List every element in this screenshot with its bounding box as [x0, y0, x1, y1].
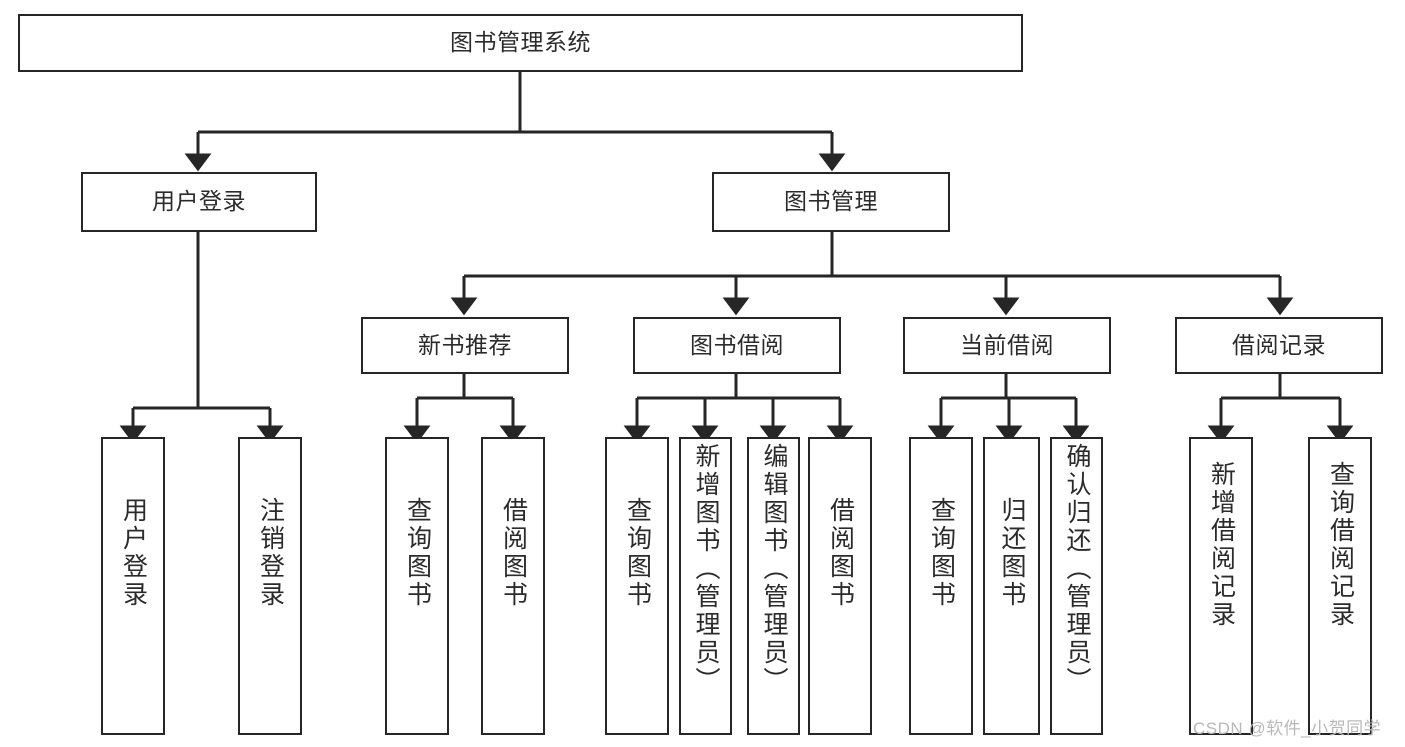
- node-leaf-add-book[interactable]: 新增图书（管理员）: [679, 437, 732, 735]
- node-leaf-confirm-return[interactable]: 确认归还（管理员）: [1050, 437, 1103, 735]
- node-leaf-user-login[interactable]: 用户登录: [101, 437, 165, 735]
- node-leaf-query-record-label: 查询借阅记录: [1326, 461, 1355, 629]
- node-root[interactable]: 图书管理系统: [18, 14, 1023, 72]
- node-leaf-query-book-2-label: 查询图书: [623, 497, 652, 609]
- node-new-book-rec[interactable]: 新书推荐: [361, 317, 569, 374]
- node-leaf-user-logout[interactable]: 注销登录: [238, 437, 302, 735]
- node-user-login-label: 用户登录: [152, 188, 246, 215]
- node-leaf-query-book-3-label: 查询图书: [927, 497, 956, 609]
- node-borrow-record[interactable]: 借阅记录: [1175, 317, 1383, 374]
- node-current-borrow[interactable]: 当前借阅: [903, 317, 1111, 374]
- node-book-mgmt-label: 图书管理: [784, 188, 878, 215]
- node-book-mgmt[interactable]: 图书管理: [712, 172, 950, 232]
- node-leaf-borrow-book-2[interactable]: 借阅图书: [808, 437, 872, 735]
- node-borrow-record-label: 借阅记录: [1232, 331, 1326, 358]
- node-leaf-add-record-label: 新增借阅记录: [1207, 461, 1236, 629]
- node-root-label: 图书管理系统: [450, 29, 591, 56]
- node-new-book-rec-label: 新书推荐: [418, 331, 512, 358]
- node-leaf-borrow-book-2-label: 借阅图书: [826, 497, 855, 609]
- node-leaf-edit-book-label: 编辑图书（管理员）: [760, 443, 788, 695]
- node-leaf-add-book-label: 新增图书（管理员）: [692, 443, 720, 695]
- node-leaf-user-login-label: 用户登录: [119, 497, 148, 609]
- node-leaf-add-record[interactable]: 新增借阅记录: [1189, 437, 1253, 735]
- node-leaf-query-record[interactable]: 查询借阅记录: [1308, 437, 1372, 735]
- node-leaf-user-logout-label: 注销登录: [256, 497, 285, 609]
- node-leaf-query-book-1-label: 查询图书: [403, 497, 432, 609]
- node-leaf-return-book[interactable]: 归还图书: [983, 437, 1040, 735]
- csdn-watermark: CSDN @软件_小贺同学: [1193, 719, 1382, 738]
- node-leaf-borrow-book-1-label: 借阅图书: [499, 497, 528, 609]
- node-leaf-edit-book[interactable]: 编辑图书（管理员）: [747, 437, 800, 735]
- node-leaf-query-book-2[interactable]: 查询图书: [605, 437, 669, 735]
- node-leaf-query-book-3[interactable]: 查询图书: [909, 437, 973, 735]
- node-book-borrow[interactable]: 图书借阅: [633, 317, 841, 374]
- node-leaf-borrow-book-1[interactable]: 借阅图书: [481, 437, 545, 735]
- node-leaf-query-book-1[interactable]: 查询图书: [385, 437, 449, 735]
- node-user-login[interactable]: 用户登录: [81, 172, 317, 232]
- node-current-borrow-label: 当前借阅: [960, 331, 1054, 358]
- node-leaf-confirm-return-label: 确认归还（管理员）: [1063, 443, 1091, 695]
- node-leaf-return-book-label: 归还图书: [998, 497, 1026, 609]
- node-book-borrow-label: 图书借阅: [690, 331, 784, 358]
